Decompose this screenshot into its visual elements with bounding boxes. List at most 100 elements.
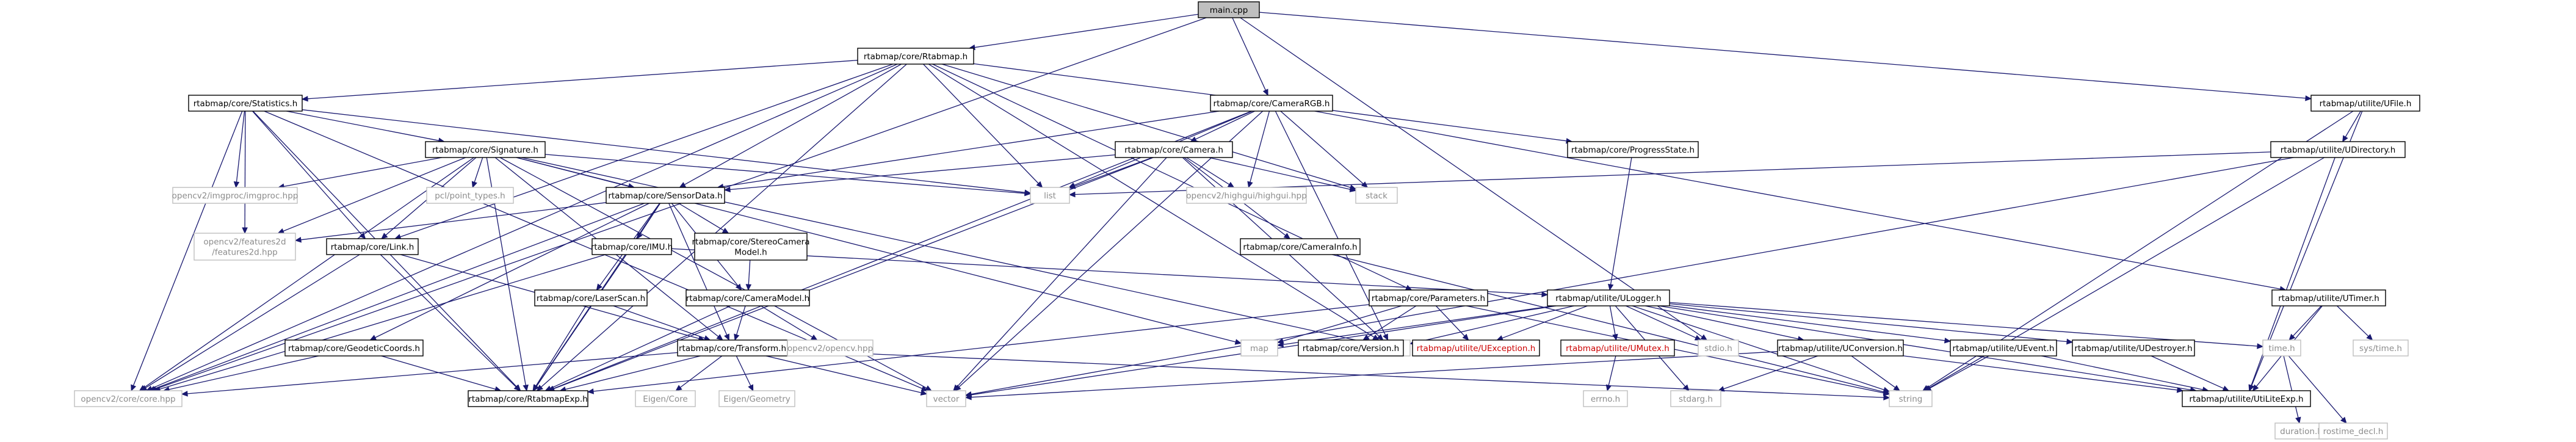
node-laserscan[interactable]: rtabmap/core/LaserScan.h (534, 289, 648, 306)
edge-imu-to-corehpp (153, 254, 606, 392)
edge-rtabmap-to-stats (301, 60, 858, 102)
edge-sensordata-to-corehpp (148, 203, 645, 392)
edge-line (236, 111, 245, 183)
edge-uconversion-to-uliteexp (1903, 355, 2184, 393)
edge-line (283, 157, 443, 187)
node-umutex[interactable]: rtabmap/utilite/UMutex.h (1560, 339, 1675, 357)
node-camrgb[interactable]: rtabmap/core/CameraRGB.h (1210, 95, 1333, 112)
node-box (1950, 339, 2057, 357)
edge-arrowhead (2340, 416, 2347, 424)
edge-line (678, 203, 724, 231)
edge-line (1903, 355, 2177, 391)
node-progress[interactable]: rtabmap/core/ProgressState.h (1567, 141, 1699, 158)
edge-arrowhead (925, 385, 932, 391)
edge-line (143, 157, 474, 388)
edge-line (593, 304, 1370, 392)
node-label: rtabmap/core/Parameters.h (1372, 294, 1485, 303)
edge-arrowhead (1234, 339, 1242, 345)
edge-utimer-to-systime (2337, 305, 2373, 341)
edge-geocoords-to-rtabexp (381, 355, 502, 392)
node-box (1030, 187, 1070, 204)
edge-ulogger-to-set (1409, 305, 1574, 346)
edge-arrowhead (2248, 384, 2254, 392)
node-params[interactable]: rtabmap/core/Parameters.h (1369, 289, 1488, 306)
edge-timeh-to-rostime (2288, 355, 2347, 424)
node-imu[interactable]: rtabmap/core/IMU.h (591, 238, 673, 255)
node-rtabexp[interactable]: rtabmap/core/RtabmapExp.h (468, 390, 588, 407)
node-geocoords[interactable]: rtabmap/core/GeodeticCoords.h (284, 339, 424, 357)
node-ulogger[interactable]: rtabmap/utilite/ULogger.h (1547, 289, 1670, 306)
edge-arrowhead (716, 334, 723, 341)
edge-ulogger-to-string (1632, 305, 1890, 393)
node-sensordata[interactable]: rtabmap/core/SensorData.h (606, 187, 725, 204)
edge-line (550, 305, 731, 389)
node-label: rtabmap/core/RtabmapExp.h (468, 394, 587, 404)
node-uevent[interactable]: rtabmap/utilite/UEvent.h (1950, 339, 2057, 357)
edge-line (535, 305, 587, 386)
node-link[interactable]: rtabmap/core/Link.h (326, 238, 419, 255)
node-uconversion[interactable]: rtabmap/utilite/UConversion.h (1777, 339, 1904, 357)
edge-line (1669, 303, 2068, 342)
edge-camera-to-highgui (1186, 157, 1235, 188)
edge-signature-to-pcl (471, 157, 483, 189)
node-label: string (1899, 394, 1923, 404)
edge-arrowhead (513, 384, 521, 391)
edge-camrgb-to-set (1275, 111, 1389, 341)
node-label: rtabmap/utilite/UDestroyer.h (2074, 344, 2192, 353)
edge-params-to-rtabexp (587, 304, 1370, 394)
edge-line (1074, 157, 1153, 187)
edge-line (2288, 355, 2343, 419)
node-cammodel[interactable]: rtabmap/core/CameraModel.h (686, 289, 810, 306)
node-signature[interactable]: rtabmap/core/Signature.h (425, 141, 546, 158)
edge-link-to-corehpp (140, 254, 360, 391)
edge-arrowhead (1694, 335, 1702, 341)
node-systime: sys/time.h (2353, 339, 2409, 357)
edge-line (1415, 305, 1574, 343)
node-transform[interactable]: rtabmap/core/Transform.h (677, 339, 788, 357)
edge-arrowhead (1276, 341, 1284, 348)
edge-arrowhead (1377, 334, 1384, 341)
edge-line (565, 355, 701, 390)
edge-line (1332, 254, 1884, 393)
node-label: rtabmap/core/Signature.h (432, 145, 538, 155)
edge-stereocam-to-cammodel (745, 259, 752, 291)
edge-ulogger-to-uconversion (1645, 305, 1805, 342)
node-uexception[interactable]: rtabmap/utilite/UException.h (1412, 339, 1540, 357)
node-caminfo[interactable]: rtabmap/core/CameraInfo.h (1240, 238, 1361, 255)
edge-timeh-to-duration (2283, 355, 2301, 424)
node-udestroyer[interactable]: rtabmap/utilite/UDestroyer.h (2072, 339, 2195, 357)
edge-transform-to-corehpp (181, 352, 678, 397)
edge-arrowhead (1608, 283, 1614, 291)
node-label: rtabmap/core/IMU.h (591, 242, 673, 252)
edge-uevent-to-uliteexp (2041, 355, 2209, 393)
node-label: opencv2/core/core.hpp (81, 394, 175, 404)
edge-arrowhead (2288, 333, 2296, 341)
node-ufile[interactable]: rtabmap/utilite/UFile.h (2310, 95, 2420, 112)
edge-line (2345, 111, 2361, 137)
node-box (857, 48, 974, 65)
node-label: time.h (2268, 344, 2295, 353)
node-box (606, 187, 725, 204)
node-uliteexp[interactable]: rtabmap/utilite/UtiLiteExp.h (2182, 390, 2311, 407)
edge-arrowhead (596, 283, 602, 291)
edge-line (168, 355, 319, 390)
edge-arrowhead (675, 385, 682, 391)
node-udir[interactable]: rtabmap/utilite/UDirectory.h (2270, 141, 2406, 158)
node-rtabmap[interactable]: rtabmap/core/Rtabmap.h (857, 48, 974, 65)
node-utimer[interactable]: rtabmap/utilite/UTimer.h (2271, 289, 2386, 306)
edge-line (1209, 157, 1351, 190)
node-box (1567, 141, 1699, 158)
node-camera[interactable]: rtabmap/core/Camera.h (1115, 141, 1233, 158)
node-stats[interactable]: rtabmap/core/Statistics.h (188, 95, 303, 112)
node-version[interactable]: rtabmap/core/Version.h (1298, 339, 1404, 357)
edge-line (974, 13, 1199, 48)
edge-arrowhead (545, 385, 552, 391)
node-main_cpp[interactable]: main.cpp (1198, 1, 1260, 18)
edge-sensordata-to-geocoords (369, 203, 649, 341)
node-label: Eigen/Geometry (723, 394, 791, 404)
edge-line (2292, 305, 2322, 336)
edge-sensordata-to-transform (668, 203, 729, 341)
node-rostime: rostime_decl.h (2318, 422, 2388, 440)
